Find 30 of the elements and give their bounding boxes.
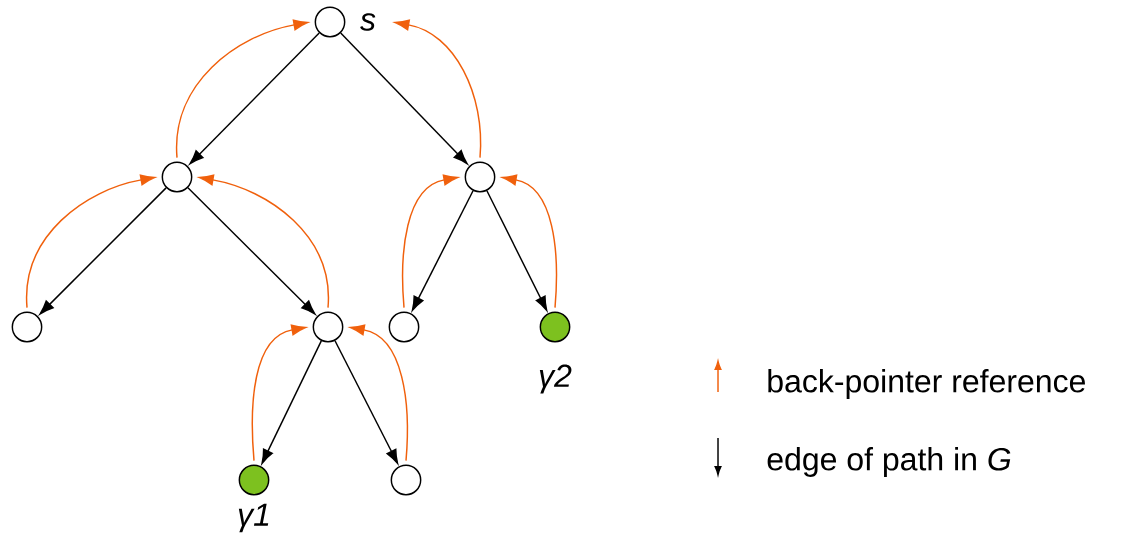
arrow — [198, 174, 329, 309]
arrow — [501, 174, 558, 309]
node-circle — [312, 311, 344, 343]
node-circle — [314, 6, 346, 38]
node-circle — [390, 464, 422, 496]
node-circle — [238, 464, 270, 496]
arrow — [261, 340, 323, 464]
arrow — [401, 174, 459, 309]
arrow — [349, 324, 409, 462]
node-circle — [11, 311, 43, 343]
node-circle — [388, 311, 420, 343]
node-label: γ1 — [238, 503, 269, 533]
legend-label: back-pointer reference — [768, 369, 1085, 399]
legend-label: edge of path in G — [767, 447, 1011, 477]
arrow — [394, 19, 482, 159]
arrow — [486, 190, 548, 312]
node-circle — [161, 161, 193, 193]
node-circle — [539, 311, 571, 343]
arrow — [340, 32, 468, 165]
arrow — [176, 19, 309, 159]
arrow — [411, 190, 474, 312]
arrow — [39, 187, 167, 315]
arrow — [251, 324, 307, 462]
node-label: γ2 — [539, 364, 572, 394]
arrow — [334, 340, 399, 465]
node-circle — [464, 161, 496, 193]
node-label: s — [360, 13, 376, 31]
arrow — [189, 32, 320, 165]
arrow — [26, 174, 156, 309]
arrow — [187, 187, 316, 315]
